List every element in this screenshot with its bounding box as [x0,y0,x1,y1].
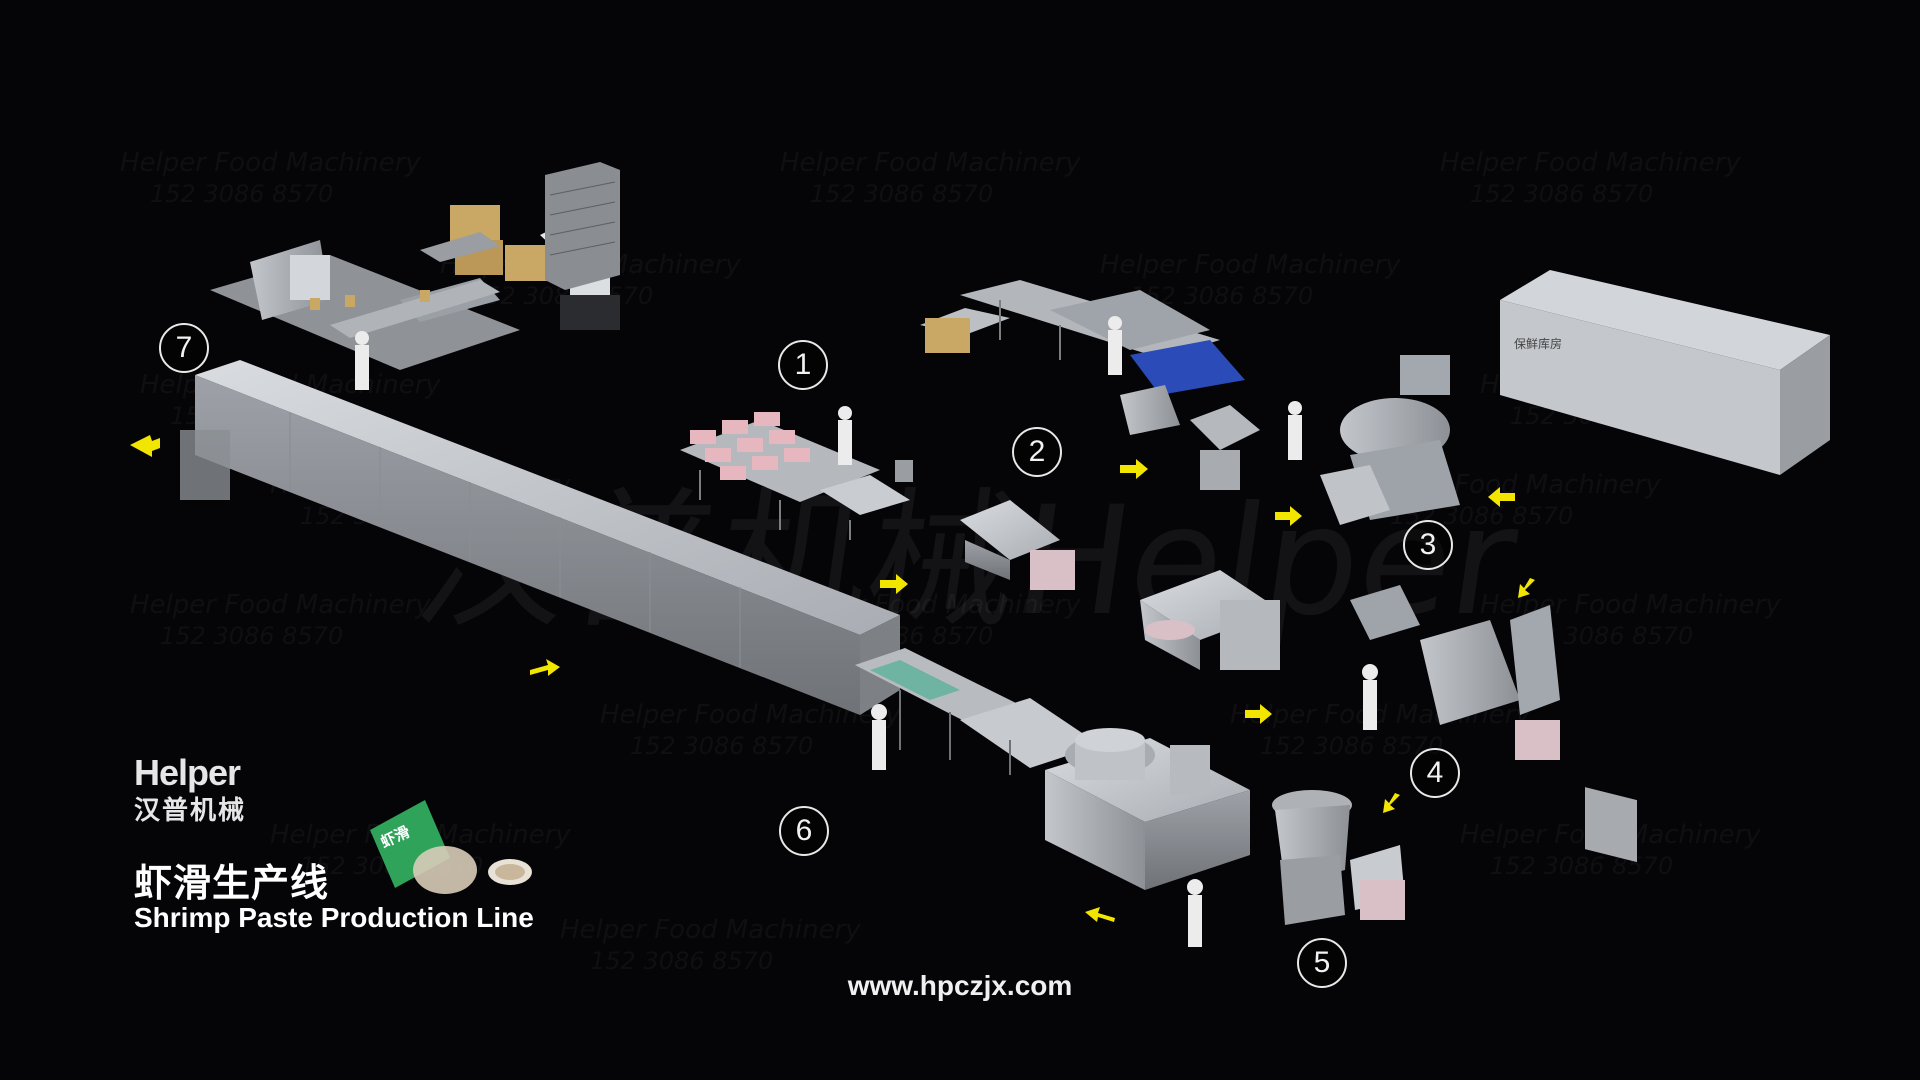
step6-tunnel-freezer [180,360,1100,775]
step-marker-7: 7 [159,323,209,373]
step-marker-4: 4 [1410,748,1460,798]
flow-arrows [130,435,1535,922]
product-package-illustration [370,800,532,894]
step-marker-2: 2 [1012,427,1062,477]
step1-grinder [960,500,1075,590]
step4-chopper [1140,570,1280,670]
step2-washing-line [920,280,1260,490]
title-chinese: 虾滑生产线 [134,861,330,905]
worker-figures [355,316,1378,947]
brand-logo-text: Helper [134,752,241,793]
step-marker-3: 3 [1403,520,1453,570]
step4-bowl-cutter [1350,585,1560,760]
step-marker-5: 5 [1297,938,1347,988]
step-marker-6: 6 [779,806,829,856]
storage-room-label: 保鲜库房 [1514,337,1563,351]
storage-room [1500,270,1830,863]
brand-chinese-name: 汉普机械 [134,796,247,826]
title-english: Shrimp Paste Production Line [134,902,534,933]
step6-packaging-machine [1045,728,1250,890]
step-marker-1: 1 [778,340,828,390]
step5-vacuum-filler [1272,790,1405,925]
step1-thawing-station [680,412,913,540]
step7-packing-line [210,162,620,370]
website-url[interactable]: www.hpczjx.com [847,970,1073,1001]
step3-vacuum-tumbler [1320,355,1460,525]
